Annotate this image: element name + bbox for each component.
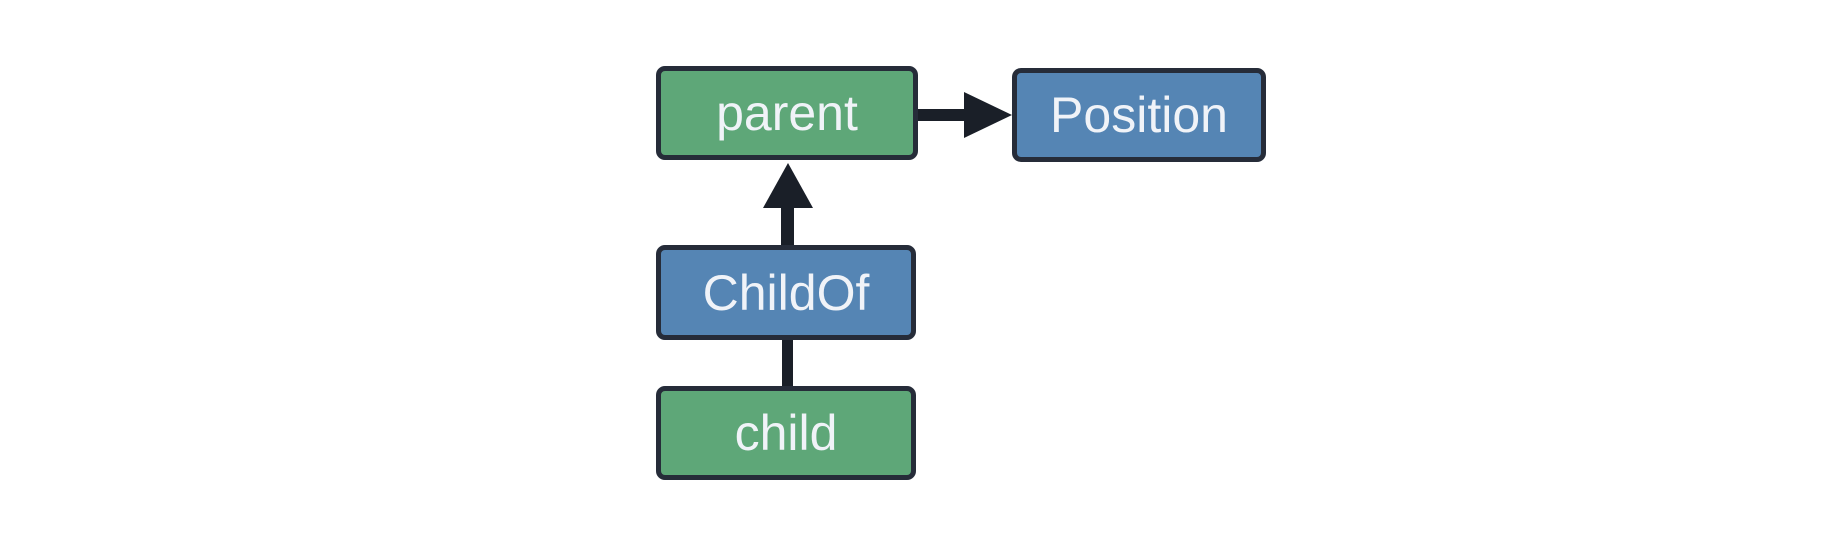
node-child-label: child <box>734 405 838 461</box>
edge-childof-to-parent-arrowhead-icon <box>763 163 813 208</box>
node-parent-label: parent <box>716 85 858 141</box>
edge-childof-to-parent-stem <box>781 206 794 247</box>
edge-childof-to-parent <box>763 163 813 247</box>
edge-child-to-childof-line <box>782 338 793 388</box>
node-childof: ChildOf <box>656 245 916 340</box>
edge-parent-to-position <box>916 92 1012 138</box>
node-parent: parent <box>656 66 918 160</box>
node-position-label: Position <box>1050 87 1228 143</box>
edge-parent-to-position-stem <box>916 109 968 121</box>
edge-child-to-childof <box>782 338 793 388</box>
node-child: child <box>656 386 916 480</box>
node-childof-label: ChildOf <box>702 264 870 321</box>
edge-parent-to-position-arrowhead-icon <box>964 92 1012 138</box>
node-position: Position <box>1012 68 1266 162</box>
